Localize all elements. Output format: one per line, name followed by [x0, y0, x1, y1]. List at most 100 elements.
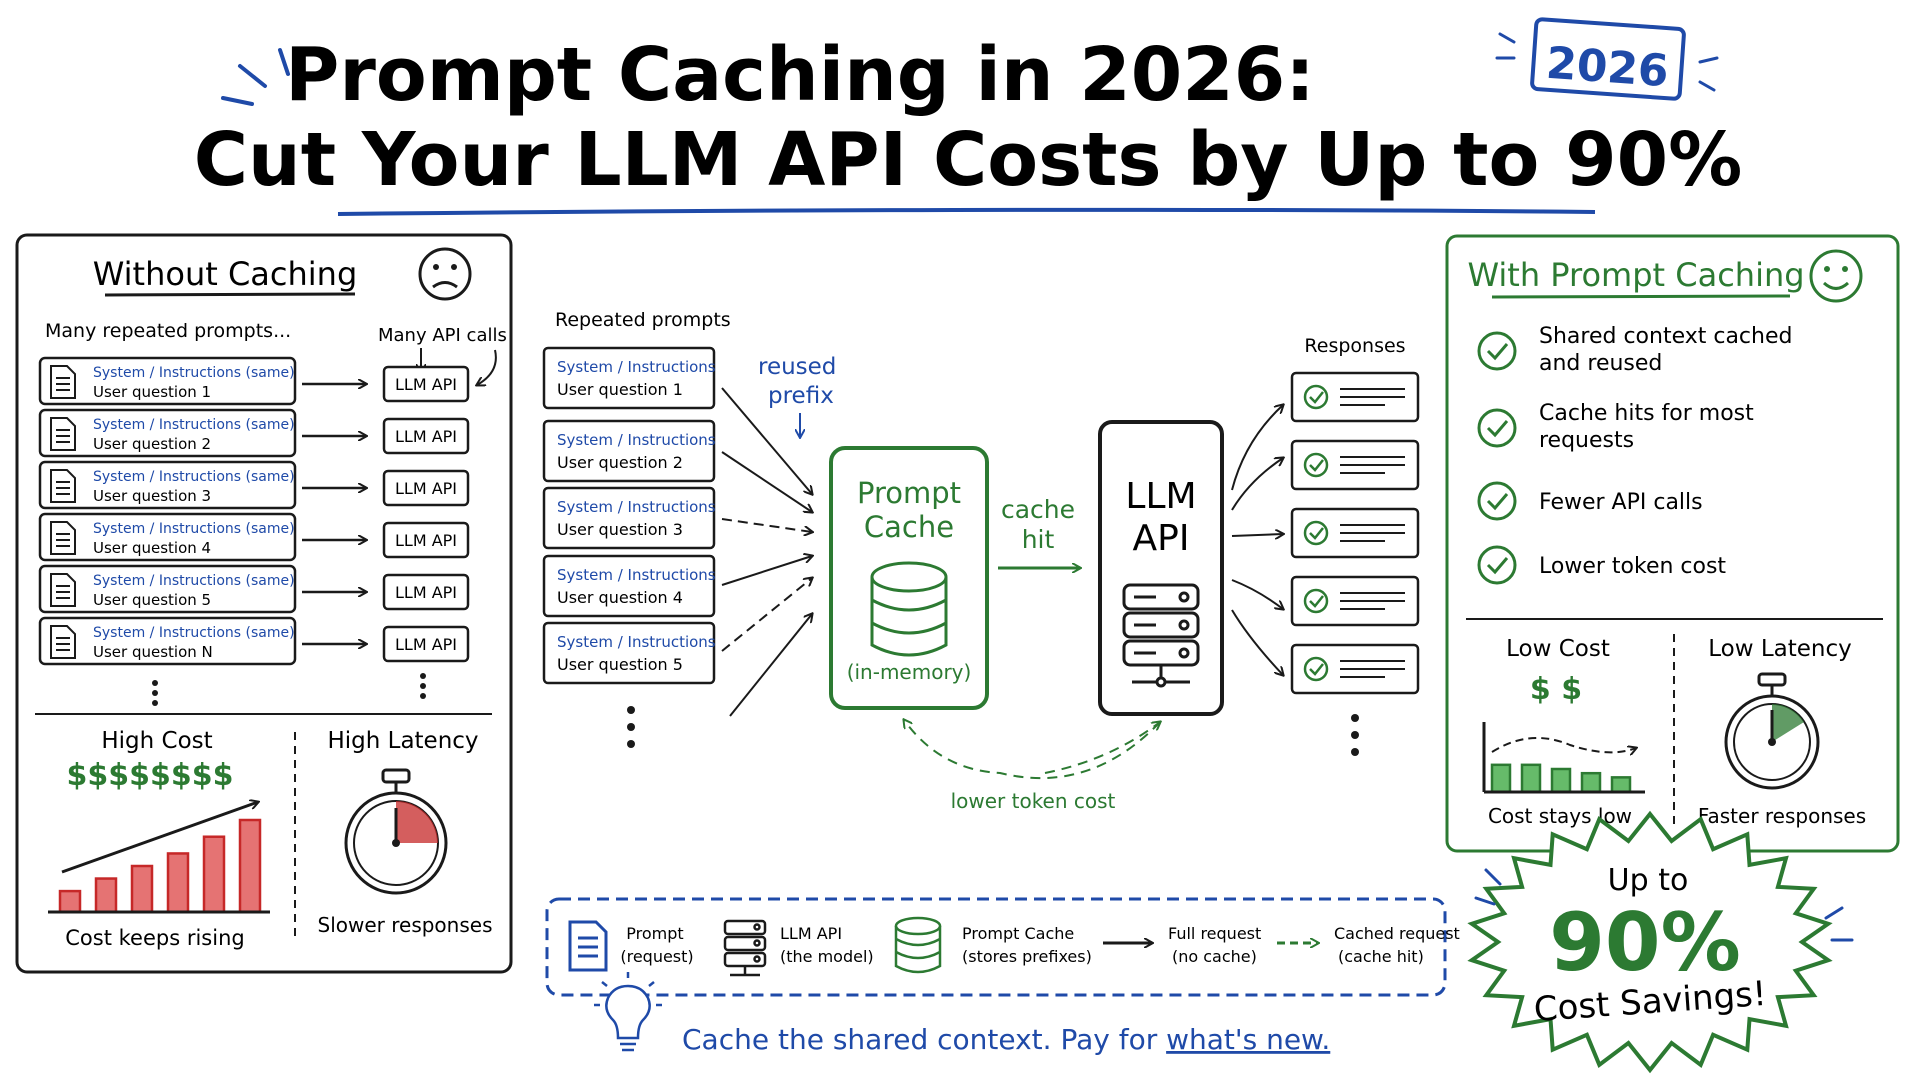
- benefit-line2: requests: [1539, 428, 1634, 453]
- stopwatch-slow-icon: [344, 768, 448, 895]
- tip: Cache the shared context. Pay for what's…: [594, 972, 1330, 1056]
- response-card: [1290, 371, 1420, 423]
- prompt-question-text: User question 2: [557, 453, 683, 472]
- document-icon: [50, 417, 76, 451]
- with-caching-panel: With Prompt Caching Shared context cache…: [1445, 234, 1900, 853]
- row-question-text: User question 4: [93, 539, 211, 557]
- high-latency-heading: High Latency: [327, 728, 478, 754]
- row-question-text: User question 3: [93, 487, 211, 505]
- without-row: System / Instructions (same)User questio…: [38, 356, 470, 406]
- row-system-text: System / Instructions (same): [93, 469, 295, 485]
- prompt-system-text: System / Instructions: [557, 498, 716, 516]
- check-icon: [1303, 588, 1329, 614]
- prompt-question-text: User question 3: [557, 520, 683, 539]
- llm-label-2: API: [1133, 518, 1190, 559]
- low-cost-heading: Low Cost: [1506, 636, 1610, 662]
- llm-api-server: LLM API: [1098, 420, 1224, 716]
- legend-prompt-sub: (request): [620, 947, 693, 966]
- row-question-text: User question 1: [93, 383, 211, 401]
- llm-api-box: [382, 625, 470, 663]
- without-subtitle: Many repeated prompts...: [45, 320, 291, 342]
- check-circle-icon: [1477, 481, 1517, 521]
- response-dots: [1351, 714, 1359, 756]
- reused-label: reused: [758, 354, 836, 380]
- cost-bar: [58, 889, 82, 914]
- year-badge-text: 2026: [1545, 38, 1671, 97]
- repeated-prompts-label: Repeated prompts: [555, 309, 731, 331]
- response-card: [1290, 643, 1420, 695]
- low-latency-heading: Low Latency: [1708, 636, 1852, 662]
- prompt-cache-box: Prompt Cache (in-memory): [829, 446, 989, 710]
- happy-face-icon: [1809, 249, 1863, 303]
- server-icon: [1122, 583, 1200, 688]
- benefit-line1: Fewer API calls: [1539, 490, 1703, 515]
- legend-cache-label: Prompt Cache: [962, 924, 1074, 943]
- cache-title-1: Prompt: [857, 476, 961, 510]
- low-cost-bar: [1610, 776, 1632, 794]
- tip-text: Cache the shared context. Pay for what's…: [682, 1023, 1330, 1056]
- llm-api-label: LLM API: [395, 531, 457, 550]
- slower-responses-caption: Slower responses: [318, 913, 493, 937]
- benefit-line1: Cache hits for most: [1539, 401, 1754, 426]
- check-circle-icon: [1477, 545, 1517, 585]
- prompt-system-text: System / Instructions: [557, 633, 716, 651]
- title-area: Prompt Caching in 2026: Cut Your LLM API…: [194, 17, 1742, 216]
- response-arrows: [1231, 405, 1283, 675]
- without-row: System / Instructions (same)User questio…: [38, 512, 470, 562]
- check-icon: [1303, 656, 1329, 682]
- cache-sub: (in-memory): [847, 660, 972, 684]
- responses-list: [1290, 371, 1420, 695]
- low-cost-bar: [1490, 763, 1512, 794]
- prompt-system-text: System / Instructions: [557, 358, 716, 376]
- savings-up-to: Up to: [1608, 863, 1689, 898]
- database-icon: [870, 561, 948, 657]
- cost-bar: [130, 864, 154, 914]
- llm-api-label: LLM API: [395, 427, 457, 446]
- legend-database-icon: [894, 916, 942, 974]
- page-title-line2: Cut Your LLM API Costs by Up to 90%: [194, 117, 1742, 203]
- row-question-text: User question 5: [93, 591, 211, 609]
- legend-full-label: Full request: [1168, 924, 1261, 943]
- cache-hit-label-1: cache: [1001, 495, 1075, 524]
- cost-bar: [202, 835, 226, 914]
- response-card: [1290, 439, 1420, 491]
- prompt-system-text: System / Instructions: [557, 566, 716, 584]
- tip-text-2: what's new.: [1166, 1023, 1330, 1056]
- document-icon: [50, 469, 76, 503]
- llm-api-box: [382, 365, 470, 403]
- row-system-text: System / Instructions (same): [93, 625, 295, 641]
- prompt-question-text: User question 5: [557, 655, 683, 674]
- without-rows: System / Instructions (same) User questio…: [38, 356, 470, 666]
- llm-api-label: LLM API: [395, 635, 457, 654]
- check-circle-icon: [1477, 408, 1517, 448]
- llm-api-box: [382, 417, 470, 455]
- lower-cost-arrow: [904, 720, 1161, 780]
- document-icon: [50, 521, 76, 555]
- high-cost-symbols: $$$$$$$$: [67, 758, 234, 793]
- prompt-question-text: User question 1: [557, 380, 683, 399]
- llm-api-box: [382, 469, 470, 507]
- check-circle-icon: [1477, 331, 1517, 371]
- faster-responses-caption: Faster responses: [1698, 804, 1866, 828]
- llm-api-label: LLM API: [395, 375, 457, 394]
- api-calls-label: Many API calls: [378, 325, 507, 346]
- cost-bar: [94, 877, 118, 914]
- sad-face-icon: [418, 247, 472, 301]
- without-heading: Without Caching: [93, 255, 358, 293]
- without-row: System / Instructions (same)User questio…: [38, 408, 470, 458]
- document-icon: [50, 573, 76, 607]
- year-badge: 2026: [1495, 17, 1719, 101]
- legend-cache-sub: (stores prefixes): [962, 947, 1092, 966]
- low-cost-bar: [1580, 771, 1602, 794]
- row-dots-left: [152, 673, 426, 706]
- stopwatch-fast-icon: [1724, 672, 1820, 790]
- lightbulb-icon: [594, 972, 662, 1052]
- check-icon: [1303, 520, 1329, 546]
